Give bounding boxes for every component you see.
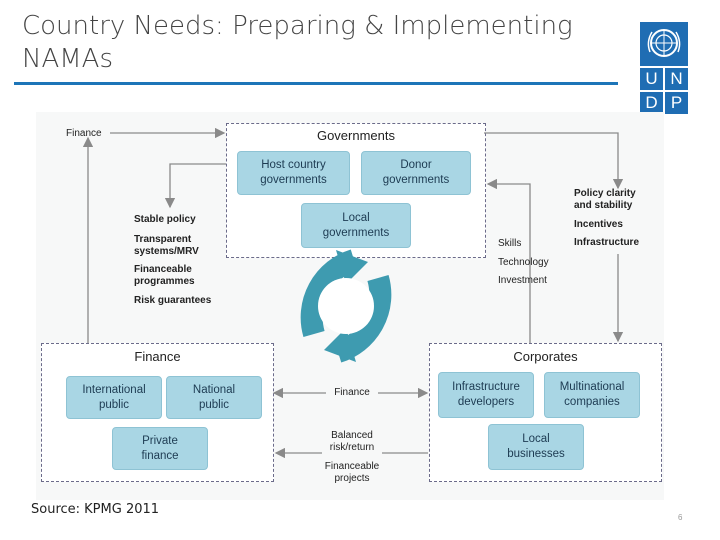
local-governments-box: Local governments bbox=[301, 203, 411, 248]
page-number: 6 bbox=[678, 513, 683, 522]
finance-top-label: Finance bbox=[66, 128, 102, 139]
finance-mid-label: Finance bbox=[334, 387, 370, 398]
infrastructure-label: Infrastructure bbox=[574, 237, 640, 248]
nama-stakeholder-diagram: Governments Host country governments Don… bbox=[36, 112, 664, 500]
gov-to-finance-arrow bbox=[164, 163, 226, 209]
infrastructure-developers-box: Infrastructure developers bbox=[438, 372, 534, 418]
financeable-projects-label: Financeable projects bbox=[324, 461, 380, 484]
donor-governments-box: Donor governments bbox=[361, 151, 471, 195]
finance-panel: Finance International public National pu… bbox=[41, 343, 274, 482]
title-underline bbox=[14, 82, 618, 85]
source-citation: Source: KPMG 2011 bbox=[31, 502, 160, 517]
host-country-governments-box: Host country governments bbox=[237, 151, 350, 195]
logo-letter: U bbox=[640, 68, 663, 90]
un-emblem-icon bbox=[640, 22, 688, 66]
logo-letter: N bbox=[665, 68, 688, 90]
logo-letter: D bbox=[640, 92, 663, 114]
multinational-companies-box: Multinational companies bbox=[544, 372, 640, 418]
private-finance-box: Private finance bbox=[112, 427, 208, 470]
local-businesses-box: Local businesses bbox=[488, 424, 584, 470]
risk-guarantees-label: Risk guarantees bbox=[134, 295, 212, 306]
skills-label: Skills bbox=[498, 238, 522, 249]
logo-letter: P bbox=[665, 92, 688, 114]
investment-label: Investment bbox=[498, 275, 547, 286]
transparent-systems-label: Transparent systems/MRV bbox=[134, 234, 199, 257]
balanced-risk-return-label: Balanced risk/return bbox=[329, 430, 375, 453]
gov-to-corp-policy-arrow bbox=[484, 132, 624, 190]
cycle-arrows-icon bbox=[300, 249, 392, 363]
international-public-box: International public bbox=[66, 376, 162, 419]
undp-logo: U N D P bbox=[640, 22, 688, 114]
panel-title: Governments bbox=[316, 128, 396, 143]
panel-title: Corporates bbox=[513, 349, 578, 364]
national-public-box: National public bbox=[166, 376, 262, 419]
policy-clarity-label: Policy clarity and stability bbox=[574, 188, 636, 211]
incentives-label: Incentives bbox=[574, 219, 623, 230]
panel-title: Finance bbox=[134, 349, 181, 364]
corporates-panel: Corporates Infrastructure developers Mul… bbox=[429, 343, 662, 482]
connector-arrows bbox=[82, 127, 624, 459]
slide-title: Country Needs: Preparing & Implementing … bbox=[22, 11, 573, 74]
technology-label: Technology bbox=[498, 257, 549, 268]
corporates-to-governments-arrow bbox=[486, 178, 531, 343]
stable-policy-label: Stable policy bbox=[134, 214, 196, 225]
financeable-programmes-label: Financeable programmes bbox=[134, 264, 195, 287]
governments-panel: Governments Host country governments Don… bbox=[226, 123, 486, 258]
